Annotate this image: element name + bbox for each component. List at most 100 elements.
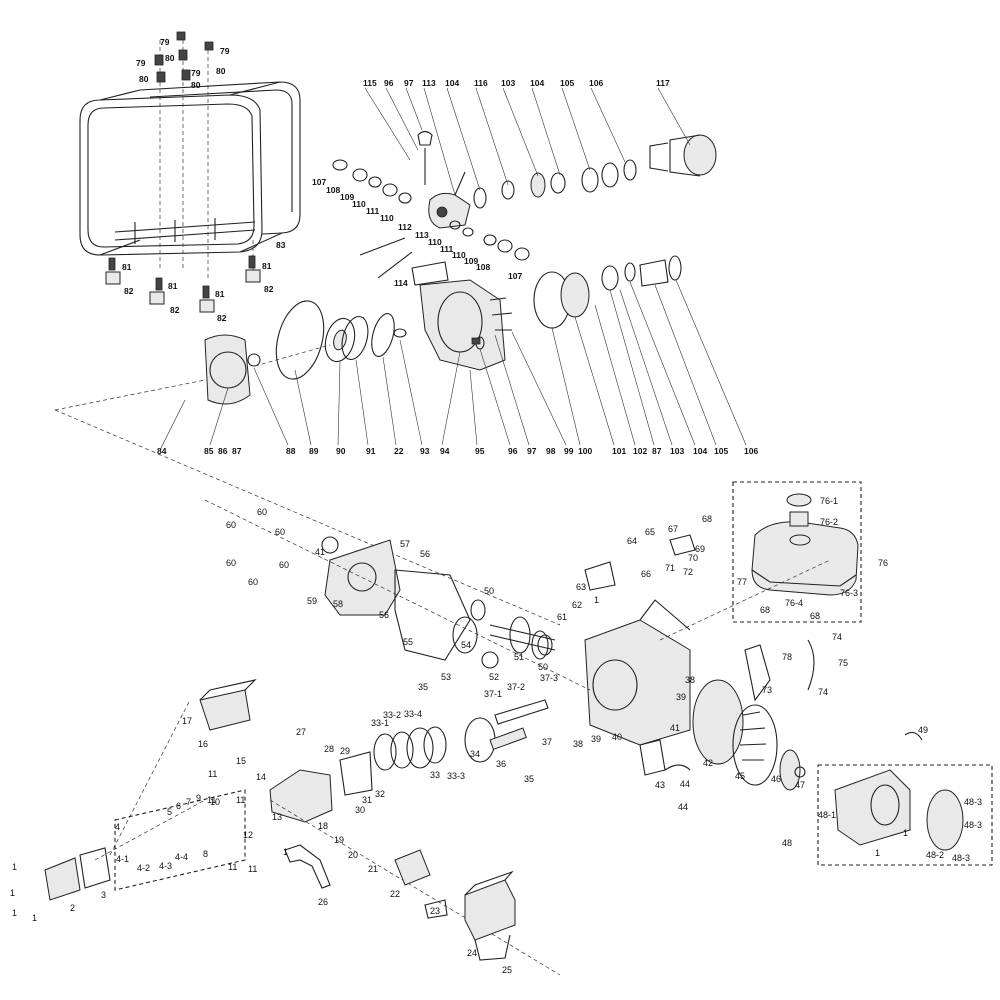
callout-72: 72 [683, 567, 693, 577]
callout-33-2: 33-2 [383, 710, 401, 720]
callout-54: 54 [461, 640, 471, 650]
callout-74: 74 [832, 632, 842, 642]
callout-74: 74 [818, 687, 828, 697]
callout-68: 68 [702, 514, 712, 524]
callout-33-1: 33-1 [371, 718, 389, 728]
callout-81: 81 [215, 289, 225, 299]
callout-46: 46 [771, 774, 781, 784]
callout-59: 59 [307, 596, 317, 606]
callout-48: 48 [782, 838, 792, 848]
callout-102: 102 [633, 446, 647, 456]
leader-lines [159, 87, 747, 451]
callout-35: 35 [524, 774, 534, 784]
callout-25: 25 [502, 965, 512, 975]
callout-108: 108 [326, 185, 340, 195]
callout-1: 1 [32, 913, 37, 923]
callout-labels: 79 79 80 79 80 79 80 80 83 81 82 81 82 8… [10, 37, 982, 975]
callout-103: 103 [501, 78, 515, 88]
callout-44: 44 [680, 779, 690, 789]
callout-98: 98 [546, 446, 556, 456]
callout-66: 66 [641, 569, 651, 579]
callout-1: 1 [594, 595, 599, 605]
callout-68: 68 [810, 611, 820, 621]
callout-43: 43 [655, 780, 665, 790]
callout-93: 93 [420, 446, 430, 456]
callout-116: 116 [474, 78, 488, 88]
callout-82: 82 [217, 313, 227, 323]
callout-35: 35 [418, 682, 428, 692]
callout-79: 79 [220, 46, 230, 56]
callout-34: 34 [470, 749, 480, 759]
callout-107: 107 [312, 177, 326, 187]
callout-107: 107 [508, 271, 522, 281]
callout-84: 84 [157, 446, 167, 456]
callout-45: 45 [735, 771, 745, 781]
callout-94: 94 [440, 446, 450, 456]
callout-114: 114 [394, 278, 408, 288]
callout-33-3: 33-3 [447, 771, 465, 781]
callout-57: 57 [400, 539, 410, 549]
callout-86: 86 [218, 446, 228, 456]
callout-108: 108 [476, 262, 490, 272]
callout-1: 1 [903, 828, 908, 838]
callout-48-3: 48-3 [952, 853, 970, 863]
callout-111: 111 [440, 244, 454, 254]
callout-113: 113 [415, 230, 429, 240]
callout-110: 110 [428, 237, 442, 247]
callout-41: 41 [315, 547, 325, 557]
callout-39: 39 [591, 734, 601, 744]
callout-112: 112 [398, 222, 412, 232]
callout-53: 53 [441, 672, 451, 682]
callout-7: 7 [186, 797, 191, 807]
callout-103: 103 [670, 446, 684, 456]
callout-65: 65 [645, 527, 655, 537]
callout-78: 78 [782, 652, 792, 662]
callout-27: 27 [296, 727, 306, 737]
callout-90: 90 [336, 446, 346, 456]
callout-37: 37 [542, 737, 552, 747]
callout-82: 82 [170, 305, 180, 315]
callout-79: 79 [160, 37, 170, 47]
callout-110: 110 [452, 250, 466, 260]
callout-68: 68 [760, 605, 770, 615]
callout-87: 87 [232, 446, 242, 456]
callout-76-3: 76-3 [840, 588, 858, 598]
callout-104: 104 [530, 78, 544, 88]
callout-60: 60 [257, 507, 267, 517]
callout-95: 95 [475, 446, 485, 456]
callout-14: 14 [256, 772, 266, 782]
callout-17: 17 [182, 716, 192, 726]
callout-6: 6 [176, 801, 181, 811]
callout-76-1: 76-1 [820, 496, 838, 506]
callout-4-3: 4-3 [159, 861, 172, 871]
callout-48-2: 48-2 [926, 850, 944, 860]
callout-110: 110 [352, 199, 366, 209]
callout-109: 109 [340, 192, 354, 202]
callout-13: 13 [272, 812, 282, 822]
callout-41: 41 [670, 723, 680, 733]
callout-85: 85 [204, 446, 214, 456]
callout-4-1: 4-1 [116, 854, 129, 864]
callout-51: 51 [514, 652, 524, 662]
callout-29: 29 [340, 746, 350, 756]
callout-87: 87 [652, 446, 662, 456]
callout-73: 73 [762, 685, 772, 695]
callout-71: 71 [665, 563, 675, 573]
callout-60: 60 [279, 560, 289, 570]
engine-assembly [44, 481, 993, 976]
callout-58: 58 [333, 599, 343, 609]
callout-80: 80 [139, 74, 149, 84]
callout-89: 89 [309, 446, 319, 456]
callout-117: 117 [656, 78, 670, 88]
callout-67: 67 [668, 524, 678, 534]
callout-38: 38 [685, 675, 695, 685]
callout-91: 91 [366, 446, 376, 456]
callout-47: 47 [795, 780, 805, 790]
callout-70: 70 [688, 553, 698, 563]
callout-3: 3 [101, 890, 106, 900]
callout-81: 81 [122, 262, 132, 272]
callout-50: 50 [538, 662, 548, 672]
callout-77: 77 [737, 577, 747, 587]
callout-22: 22 [390, 889, 400, 899]
callout-113: 113 [422, 78, 436, 88]
